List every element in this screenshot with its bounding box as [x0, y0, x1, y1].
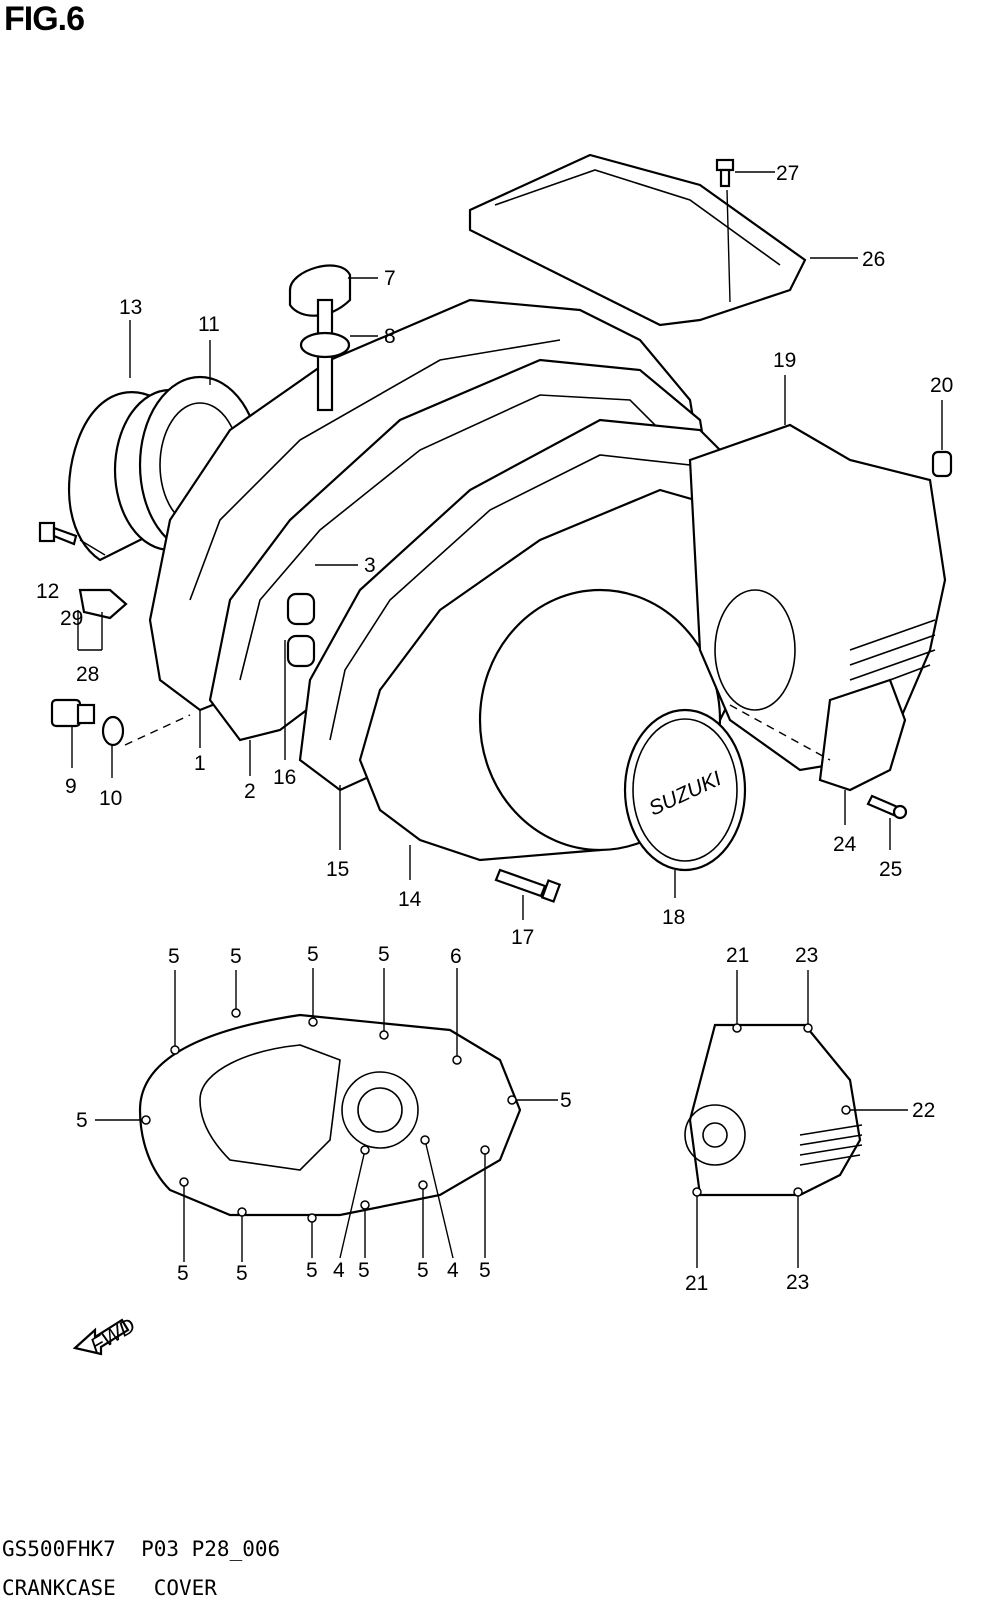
o-ring-8 [299, 331, 351, 359]
emblem-18: SUZUKI [623, 708, 747, 872]
callout-g5i: 5 [306, 1259, 318, 1282]
callout-20: 20 [930, 374, 953, 397]
callout-24: 24 [833, 833, 857, 856]
callout-26: 26 [862, 248, 885, 271]
callout-g4a: 4 [333, 1259, 345, 1282]
clutch-cover-gasket [138, 1013, 522, 1217]
generator-cover-gasket [684, 1023, 863, 1197]
bolt-12 [38, 521, 78, 546]
callout-19: 19 [773, 349, 796, 372]
callout-27: 27 [776, 162, 799, 185]
washer-10 [101, 715, 125, 747]
callout-16: 16 [273, 766, 296, 789]
callout-c3: 3 [364, 554, 376, 577]
callout-10: 10 [99, 787, 122, 810]
callout-1: 1 [194, 752, 206, 775]
leader-lines [71, 171, 943, 1268]
callout-14: 14 [398, 888, 422, 911]
callout-g4b: 4 [447, 1259, 459, 1282]
callout-11: 11 [198, 313, 220, 336]
callout-g5b: 5 [230, 945, 242, 968]
figure-title: FIG.6 [4, 0, 85, 38]
callout-g5j: 5 [358, 1259, 370, 1282]
callout-13: 13 [119, 296, 142, 319]
callout-g5a: 5 [168, 945, 180, 968]
callout-numbers: 27 26 7 8 13 11 19 20 12 29 1 2 16 9 10 … [36, 162, 953, 1295]
callout-s23b: 23 [786, 1271, 809, 1294]
callout-g5l: 5 [479, 1259, 491, 1282]
callout-g5k: 5 [417, 1259, 429, 1282]
callout-g5h: 5 [236, 1262, 248, 1285]
cap-20 [931, 450, 953, 478]
switch-29 [78, 588, 128, 620]
model-code: GS500FHK7 P03 P28_006 [2, 1537, 281, 1561]
callout-s21b: 21 [685, 1272, 708, 1295]
callout-g5c: 5 [307, 943, 319, 966]
callout-7: 7 [384, 267, 396, 290]
callout-12: 12 [36, 580, 59, 603]
callout-9: 9 [65, 775, 77, 798]
callout-29: 29 [60, 607, 83, 630]
section-name: CRANKCASE COVER [2, 1576, 217, 1600]
bolt-17 [494, 868, 562, 903]
callout-g5f: 5 [560, 1089, 572, 1112]
callout-g6: 6 [450, 945, 462, 968]
callout-c28: 28 [76, 663, 99, 686]
dowel-pins-3-16 [286, 592, 316, 668]
gasket-holes [141, 1008, 851, 1223]
cover-24 [818, 678, 907, 792]
callout-17: 17 [511, 926, 534, 949]
callout-18: 18 [662, 906, 685, 929]
callout-g5g: 5 [177, 1262, 189, 1285]
drain-plug-9 [50, 698, 96, 728]
callout-s21a: 21 [726, 944, 749, 967]
callout-25: 25 [879, 858, 902, 881]
screw-25 [866, 794, 908, 820]
callout-15: 15 [326, 858, 349, 881]
callout-g5e: 5 [76, 1109, 88, 1132]
callout-g5d: 5 [378, 943, 390, 966]
cover-plate-26 [468, 153, 807, 327]
callout-s23a: 23 [795, 944, 818, 967]
callout-s22: 22 [912, 1099, 935, 1122]
bolt-27 [715, 158, 735, 188]
callout-8: 8 [384, 325, 396, 348]
callout-2: 2 [244, 780, 256, 803]
